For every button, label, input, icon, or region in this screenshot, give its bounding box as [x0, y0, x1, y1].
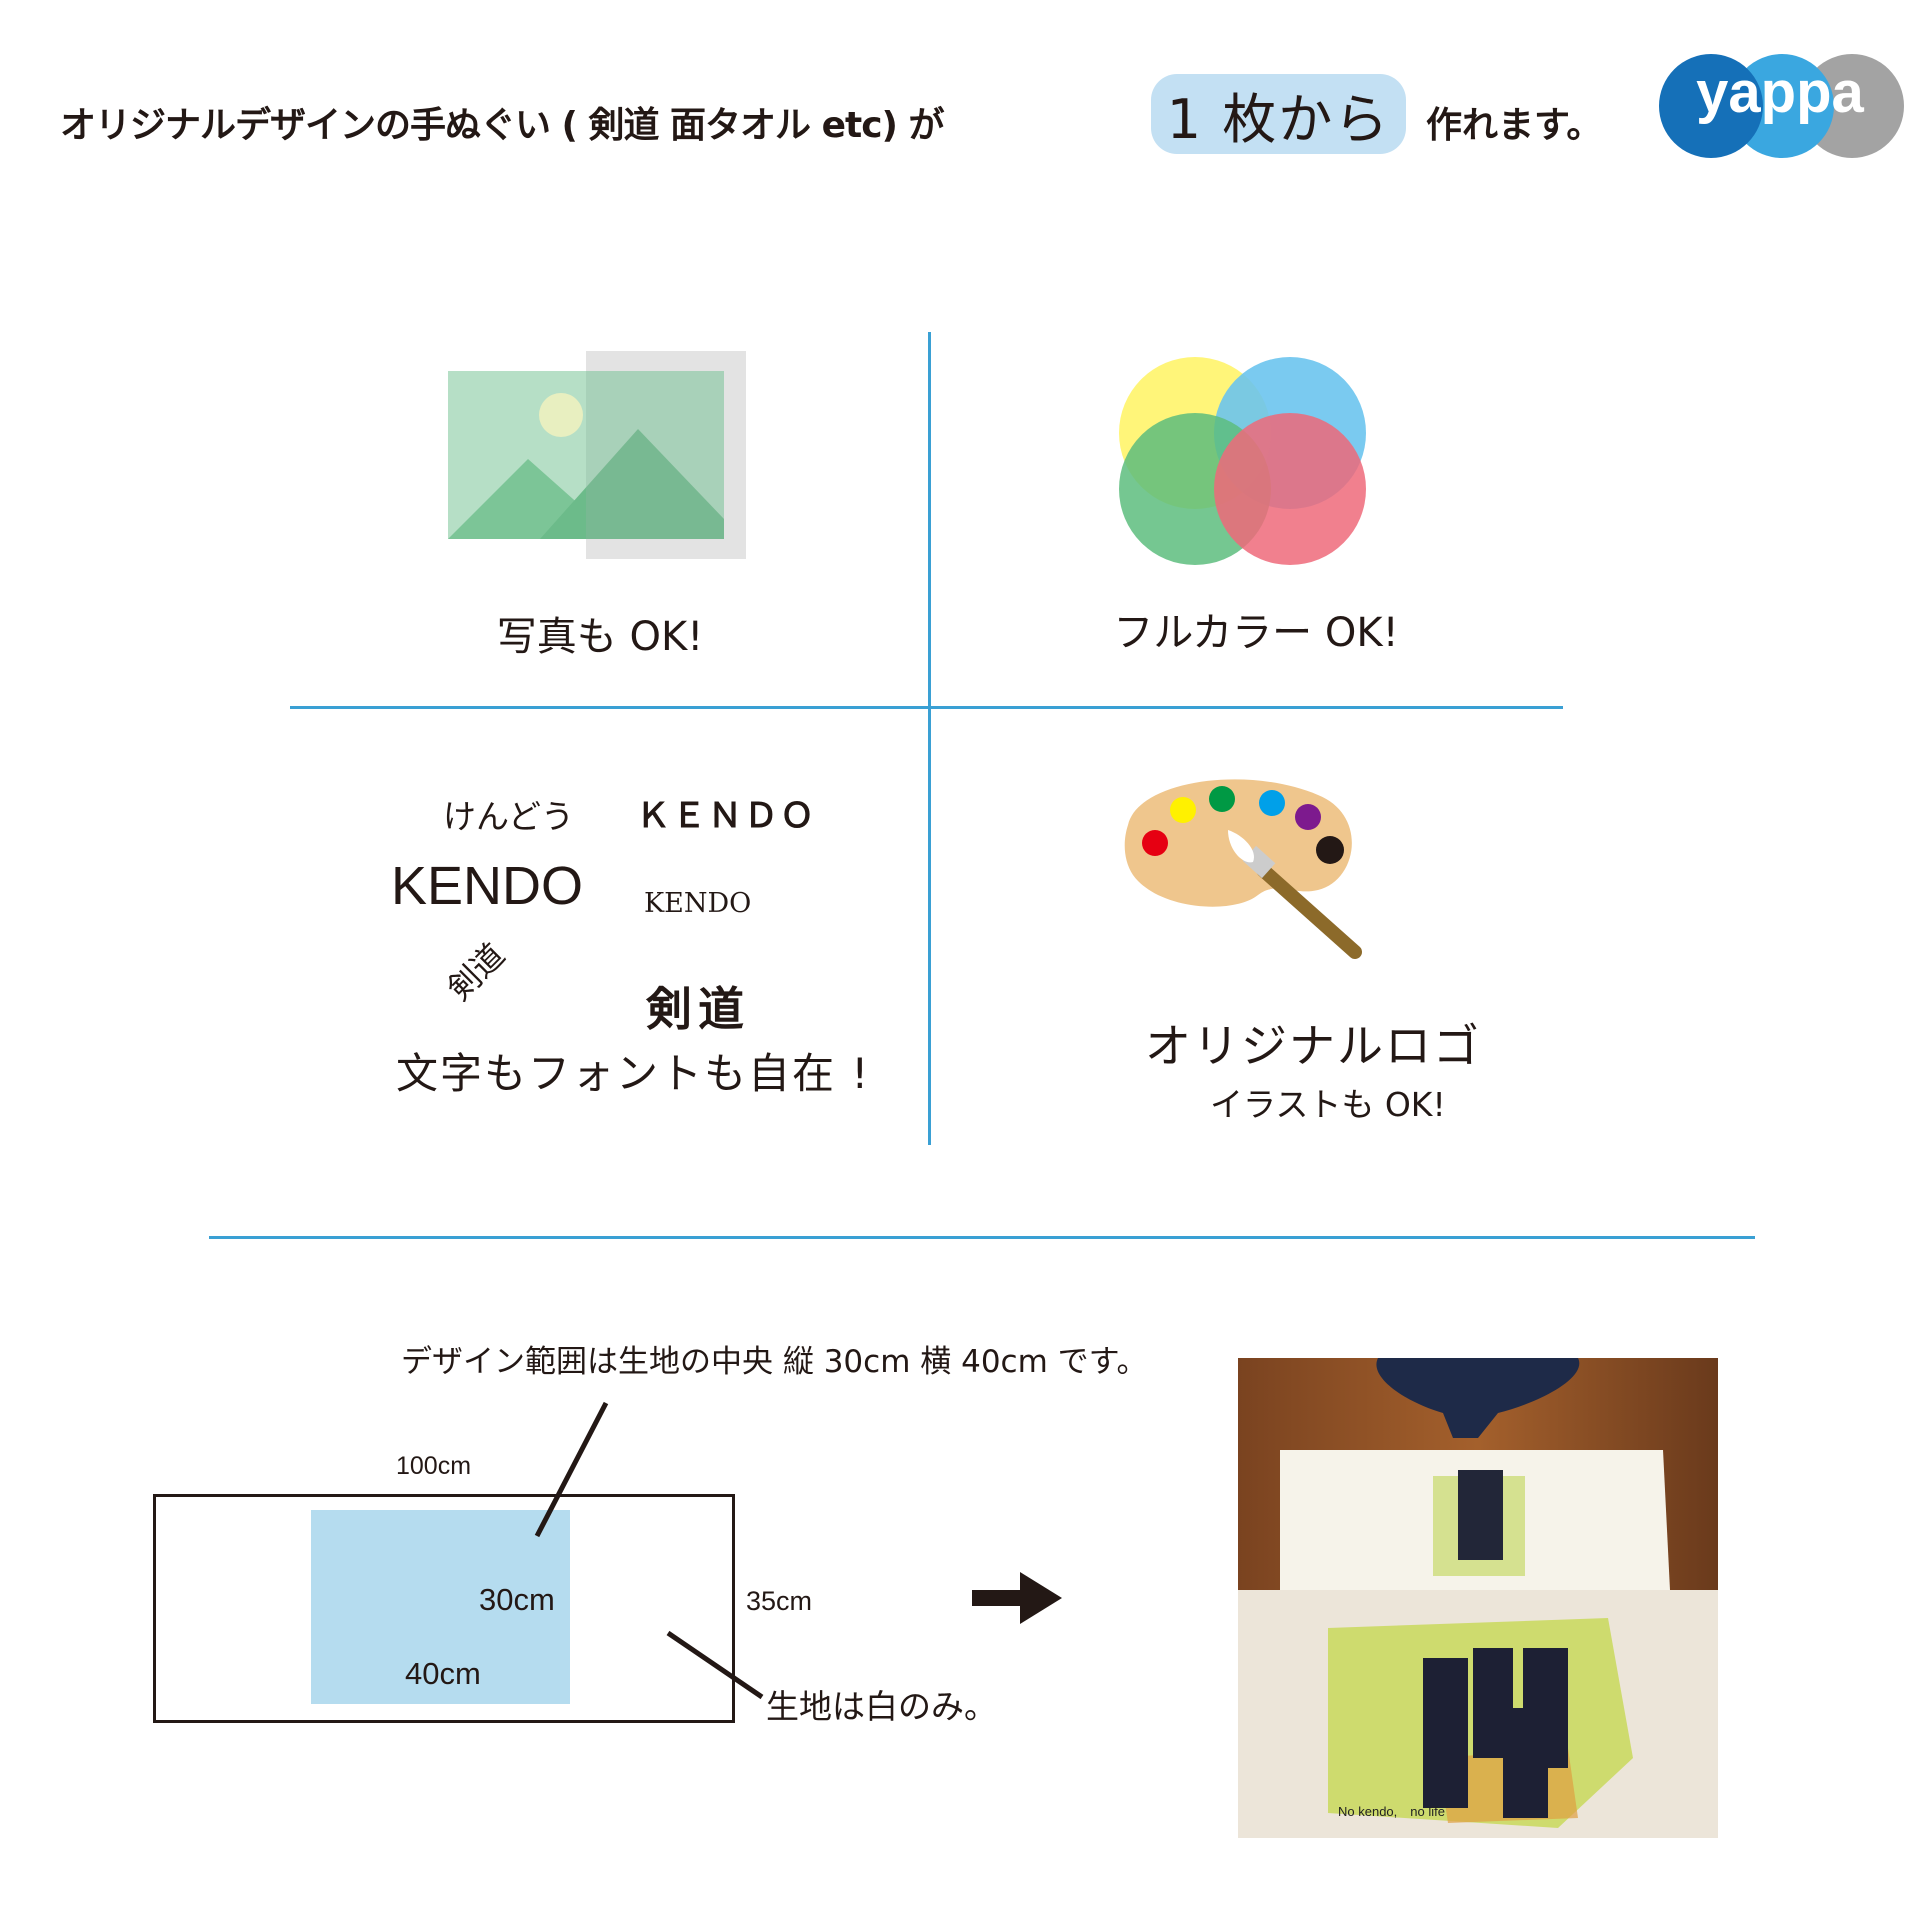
- example-tenugui-photo: No kendo, no life: [1238, 1358, 1718, 1838]
- svg-text:yappa: yappa: [1696, 60, 1864, 125]
- font-sample-rotated: 剣道: [439, 935, 513, 1008]
- fonts-caption: 文字もフォントも自在 !: [396, 1049, 871, 1098]
- width-label: 100cm: [396, 1452, 472, 1480]
- area-width-label: 40cm: [405, 1656, 481, 1691]
- font-sample-serif: KENDO: [644, 888, 752, 919]
- illust-caption: イラストも OK!: [1210, 1085, 1446, 1124]
- font-sample-sans: KENDO: [391, 856, 584, 916]
- fabric-note: 生地は白のみ。: [766, 1687, 997, 1726]
- color-caption: フルカラー OK!: [1113, 610, 1399, 656]
- section-divider: [209, 1236, 1755, 1239]
- print-text: No kendo, no life: [1338, 1804, 1445, 1819]
- area-height-label: 30cm: [479, 1582, 555, 1617]
- design-area-text: デザイン範囲は生地の中央 縦 30cm 横 40cm です。: [401, 1344, 1148, 1380]
- logo-caption: オリジナルロゴ: [1145, 1019, 1481, 1073]
- highlight-badge: 1 枚から: [1151, 74, 1406, 154]
- font-sample-brush: 剣道: [646, 982, 750, 1036]
- image-icon: [448, 351, 746, 559]
- arrow-right-icon: [972, 1572, 1062, 1624]
- photo-caption: 写真も OK!: [496, 614, 704, 660]
- highlight-text: 1 枚から: [1166, 87, 1391, 151]
- design-area: [311, 1510, 570, 1704]
- vertical-divider: [928, 332, 931, 1145]
- paint-palette-icon: [1124, 779, 1362, 959]
- color-venn-icon: [1119, 357, 1366, 565]
- font-sample-stencil: ＫＥＮＤＯ: [636, 796, 816, 836]
- font-sample-hiragana: けんどう: [443, 797, 575, 836]
- horizontal-divider: [290, 706, 1563, 709]
- headline: オリジナルデザインの手ぬぐい ( 剣道 面タオル etc) が: [60, 105, 945, 146]
- fabric-outline: [153, 1494, 735, 1723]
- headline-end: 作れます。: [1426, 105, 1603, 146]
- height-label: 35cm: [746, 1586, 813, 1616]
- yappa-logo: yappa: [1659, 54, 1904, 158]
